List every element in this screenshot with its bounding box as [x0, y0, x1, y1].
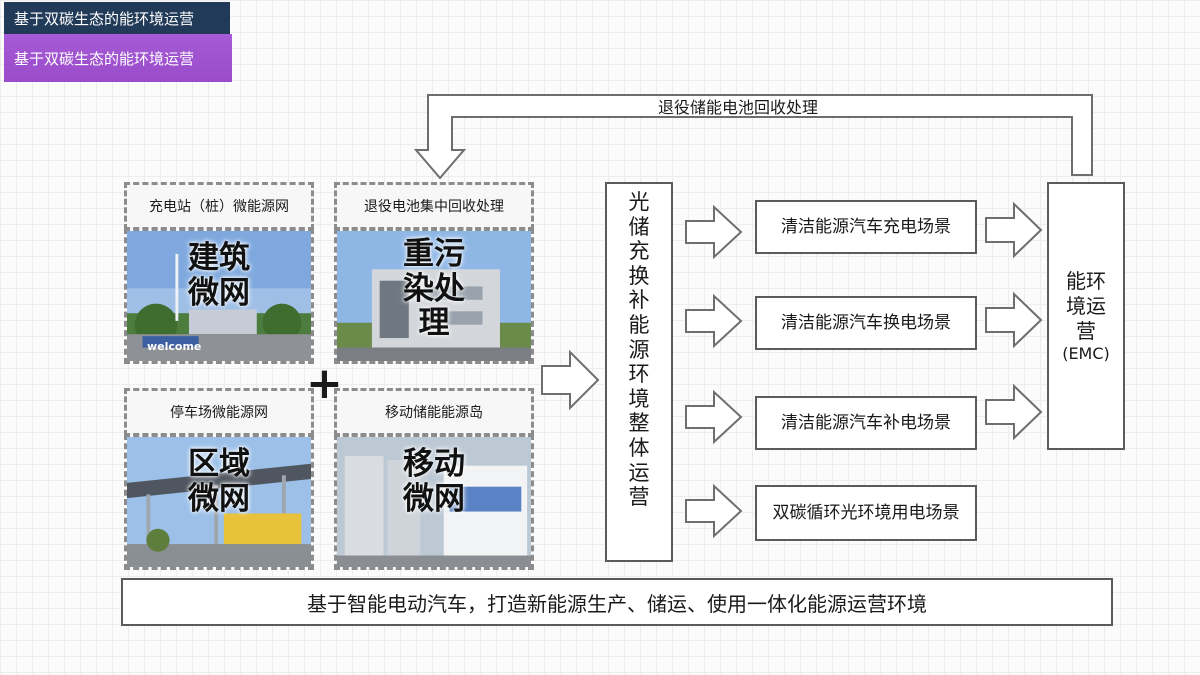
- photo-pollution-treatment: 重污 染处 理: [334, 228, 534, 364]
- input-arrow: [541, 349, 600, 411]
- photo-mobile-microgrid: 移动 微网: [334, 434, 534, 570]
- plus-sign: +: [306, 358, 343, 409]
- core-operation-char: 整: [628, 411, 650, 436]
- core-operation-char: 换: [628, 263, 650, 288]
- emc-subtitle: (EMC): [1062, 344, 1110, 363]
- emc-arrow-1: [985, 201, 1043, 259]
- core-operation-char: 源: [628, 337, 650, 362]
- core-operation-char: 补: [628, 288, 650, 313]
- bottom-banner: 基于智能电动汽车，打造新能源生产、储运、使用一体化能源运营环境: [121, 578, 1113, 626]
- scene-arrow-4: [685, 483, 743, 539]
- emc-arrow-2: [985, 291, 1043, 349]
- header-title: 基于双碳生态的能环境运营: [4, 2, 230, 34]
- recycle-feedback-arrow: [413, 94, 1093, 180]
- core-operation-text: 光储充换补能源环境整体运营: [607, 190, 671, 510]
- core-operation-char: 充: [628, 239, 650, 264]
- photo-regional-microgrid: 区域 微网: [124, 434, 314, 570]
- emc-box: 能环 境运 营 (EMC): [1047, 182, 1125, 450]
- core-operation-char: 能: [628, 312, 650, 337]
- scene-box-supplement: 清洁能源汽车补电场景: [755, 396, 977, 450]
- core-operation-char: 境: [628, 386, 650, 411]
- microgrid-label-battery-recycling: 退役电池集中回收处理: [334, 182, 534, 230]
- scene-box-charging: 清洁能源汽车充电场景: [755, 200, 977, 254]
- photo-caption-mobile: 移动 微网: [403, 446, 465, 517]
- emc-title: 能环 境运 营: [1066, 269, 1106, 343]
- scene-arrow-3: [685, 389, 743, 445]
- core-operation-char: 环: [628, 362, 650, 387]
- microgrid-label-charging-station: 充电站（桩）微能源网: [124, 182, 314, 230]
- recycle-feedback-label: 退役储能电池回收处理: [658, 98, 819, 117]
- banner-title: 基于双碳生态的能环境运营: [4, 34, 232, 82]
- photo-caption-regional: 区域 微网: [188, 446, 250, 517]
- photo-welcome-text: welcome: [147, 340, 202, 353]
- microgrid-label-mobile-storage: 移动储能能源岛: [334, 388, 534, 436]
- core-operation-char: 体: [628, 435, 650, 460]
- core-operation-char: 光: [628, 190, 650, 214]
- core-operation-char: 储: [628, 214, 650, 239]
- photo-building-microgrid: 建筑 微网 welcome: [124, 228, 314, 364]
- scene-arrow-1: [685, 204, 743, 260]
- core-operation-char: 营: [628, 485, 650, 510]
- scene-arrow-2: [685, 293, 743, 349]
- emc-arrow-3: [985, 383, 1043, 441]
- core-operation-column: 光储充换补能源环境整体运营: [605, 182, 673, 562]
- core-operation-char: 运: [628, 460, 650, 485]
- scene-box-dual-carbon: 双碳循环光环境用电场景: [755, 485, 977, 541]
- scene-box-swapping: 清洁能源汽车换电场景: [755, 296, 977, 350]
- photo-caption-pollution: 重污 染处 理: [403, 236, 465, 342]
- photo-caption-building: 建筑 微网: [188, 240, 250, 311]
- microgrid-label-parking-lot: 停车场微能源网: [124, 388, 314, 436]
